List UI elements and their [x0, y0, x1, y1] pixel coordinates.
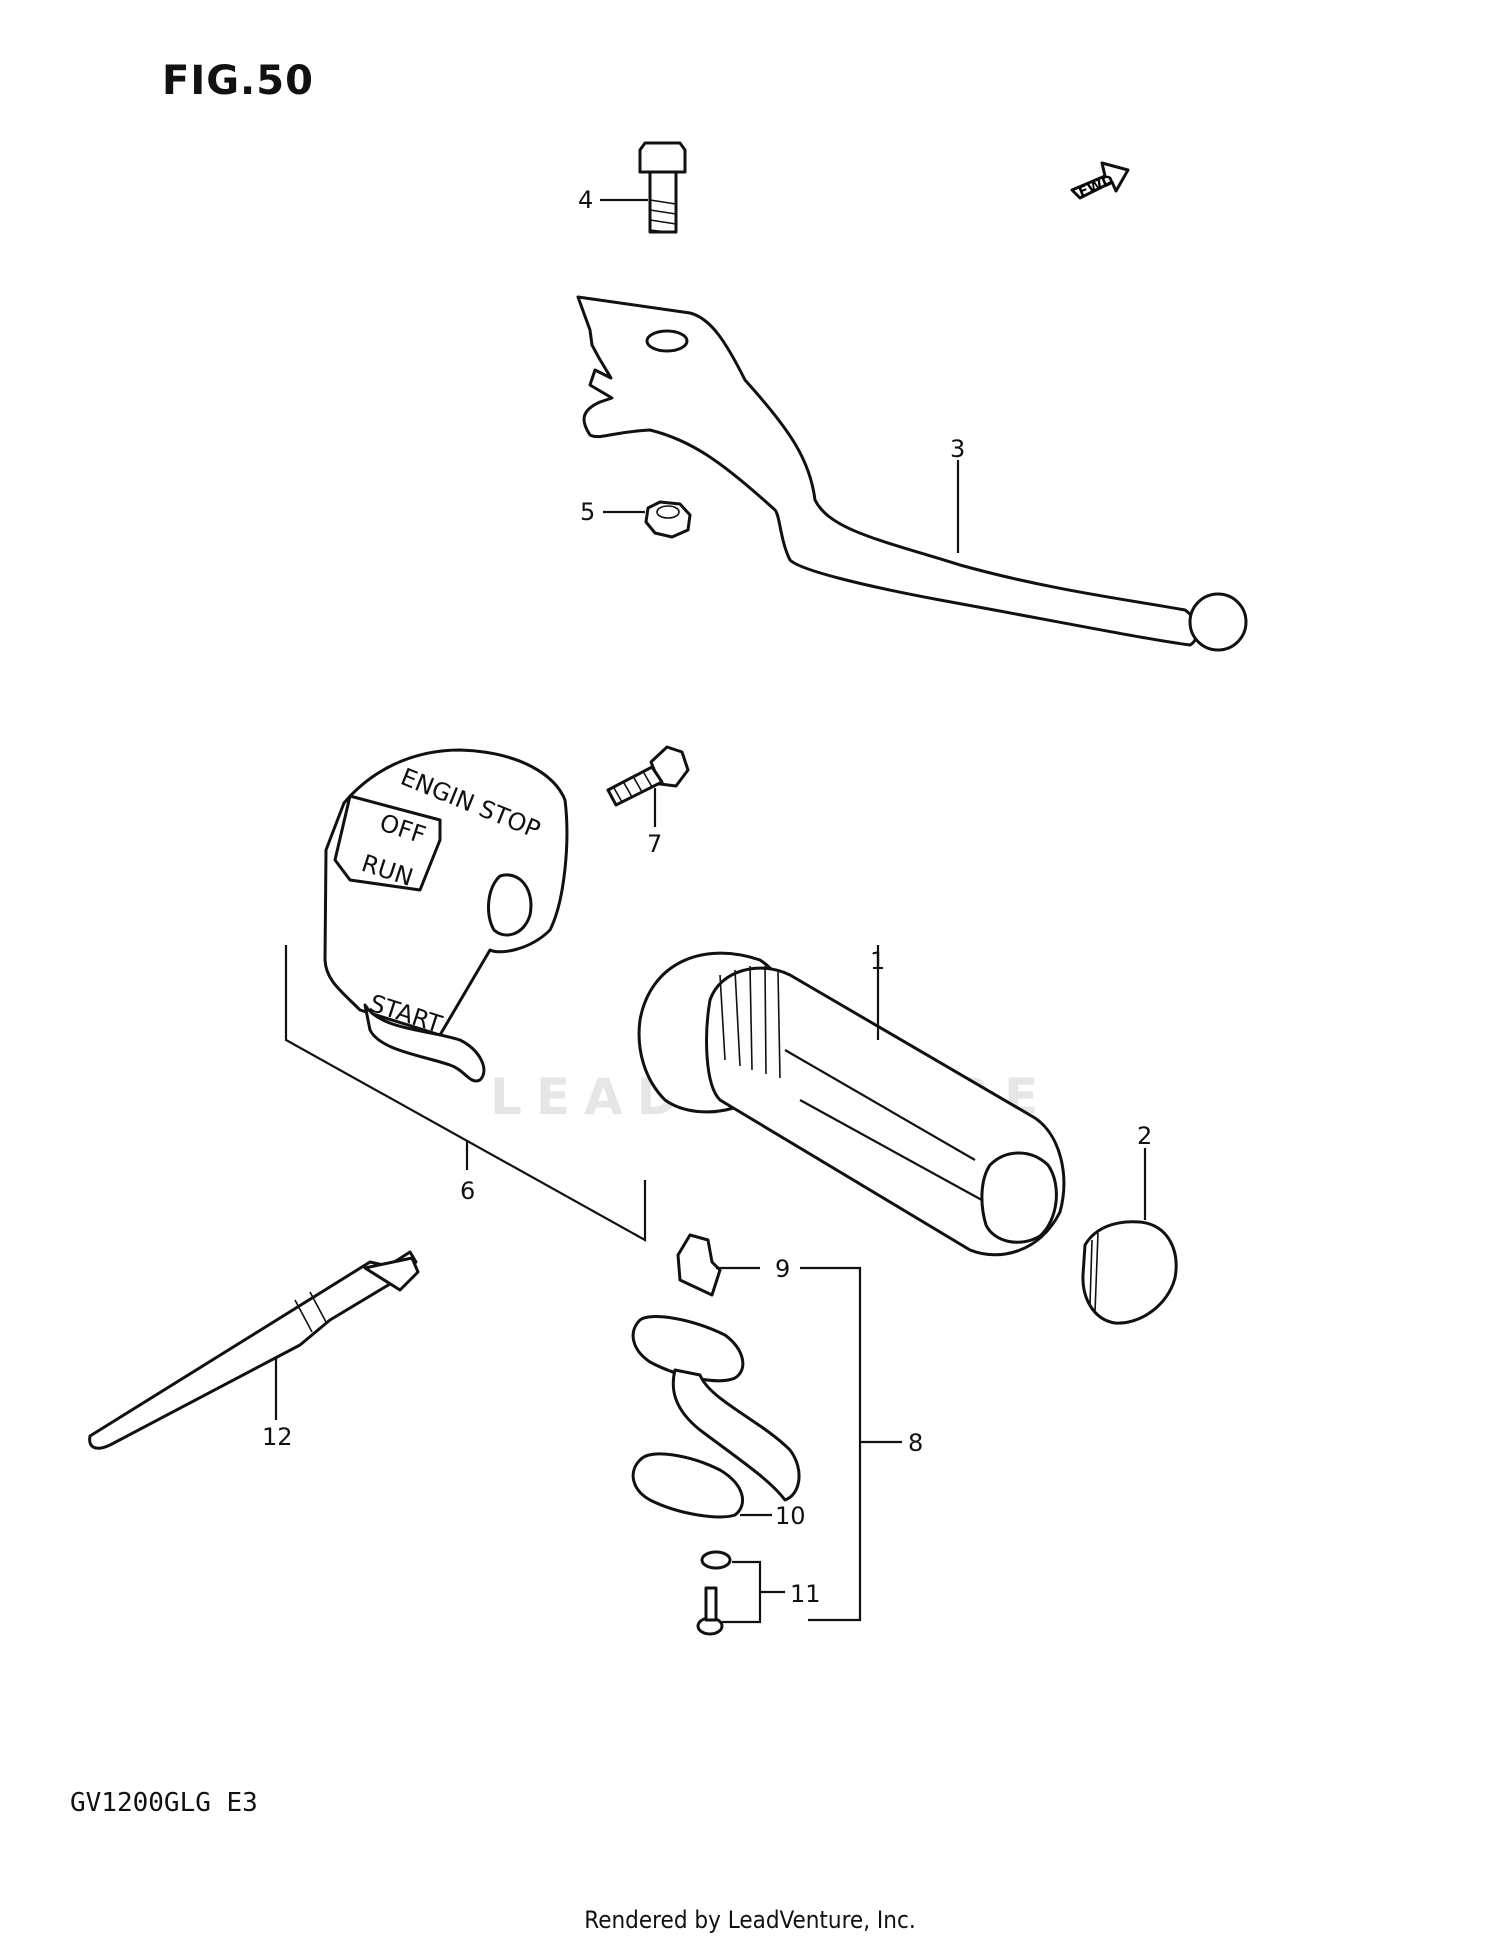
- footer-credit: Rendered by LeadVenture, Inc.: [584, 1906, 916, 1934]
- part-12-strap: [88, 1250, 420, 1450]
- callout-10: 10: [775, 1502, 806, 1530]
- part-3-lever: [576, 295, 1248, 652]
- callout-6: 6: [460, 1177, 475, 1205]
- part-7-screw: [606, 745, 690, 827]
- part-5-nut: [603, 500, 692, 539]
- callout-1: 1: [870, 947, 885, 975]
- part-11-screw-washer: [696, 1550, 785, 1636]
- fwd-arrow-icon: FWD: [1070, 161, 1130, 201]
- callout-5: 5: [580, 498, 595, 526]
- model-code: GV1200GLG E3: [70, 1788, 258, 1818]
- part-1-grip: [637, 945, 1066, 1257]
- callout-8: 8: [908, 1429, 923, 1457]
- part-8-bracket: [800, 1266, 902, 1622]
- callout-2: 2: [1137, 1122, 1152, 1150]
- part-4-bolt: [600, 141, 687, 234]
- callout-3: 3: [950, 435, 965, 463]
- figure-title: FIG.50: [162, 58, 314, 104]
- part-9-clip: [676, 1233, 760, 1297]
- callout-4: 4: [578, 186, 593, 214]
- callout-7: 7: [647, 830, 662, 858]
- fwd-label: FWD: [1076, 172, 1116, 201]
- part-6-switch-assembly: ENGIN STOP OFF RUN START: [284, 748, 647, 1242]
- callout-12: 12: [262, 1423, 293, 1451]
- callout-11: 11: [790, 1580, 821, 1608]
- callout-9: 9: [775, 1255, 790, 1283]
- part-10-clamp: [631, 1315, 801, 1519]
- part-2-cap: [1081, 1148, 1178, 1325]
